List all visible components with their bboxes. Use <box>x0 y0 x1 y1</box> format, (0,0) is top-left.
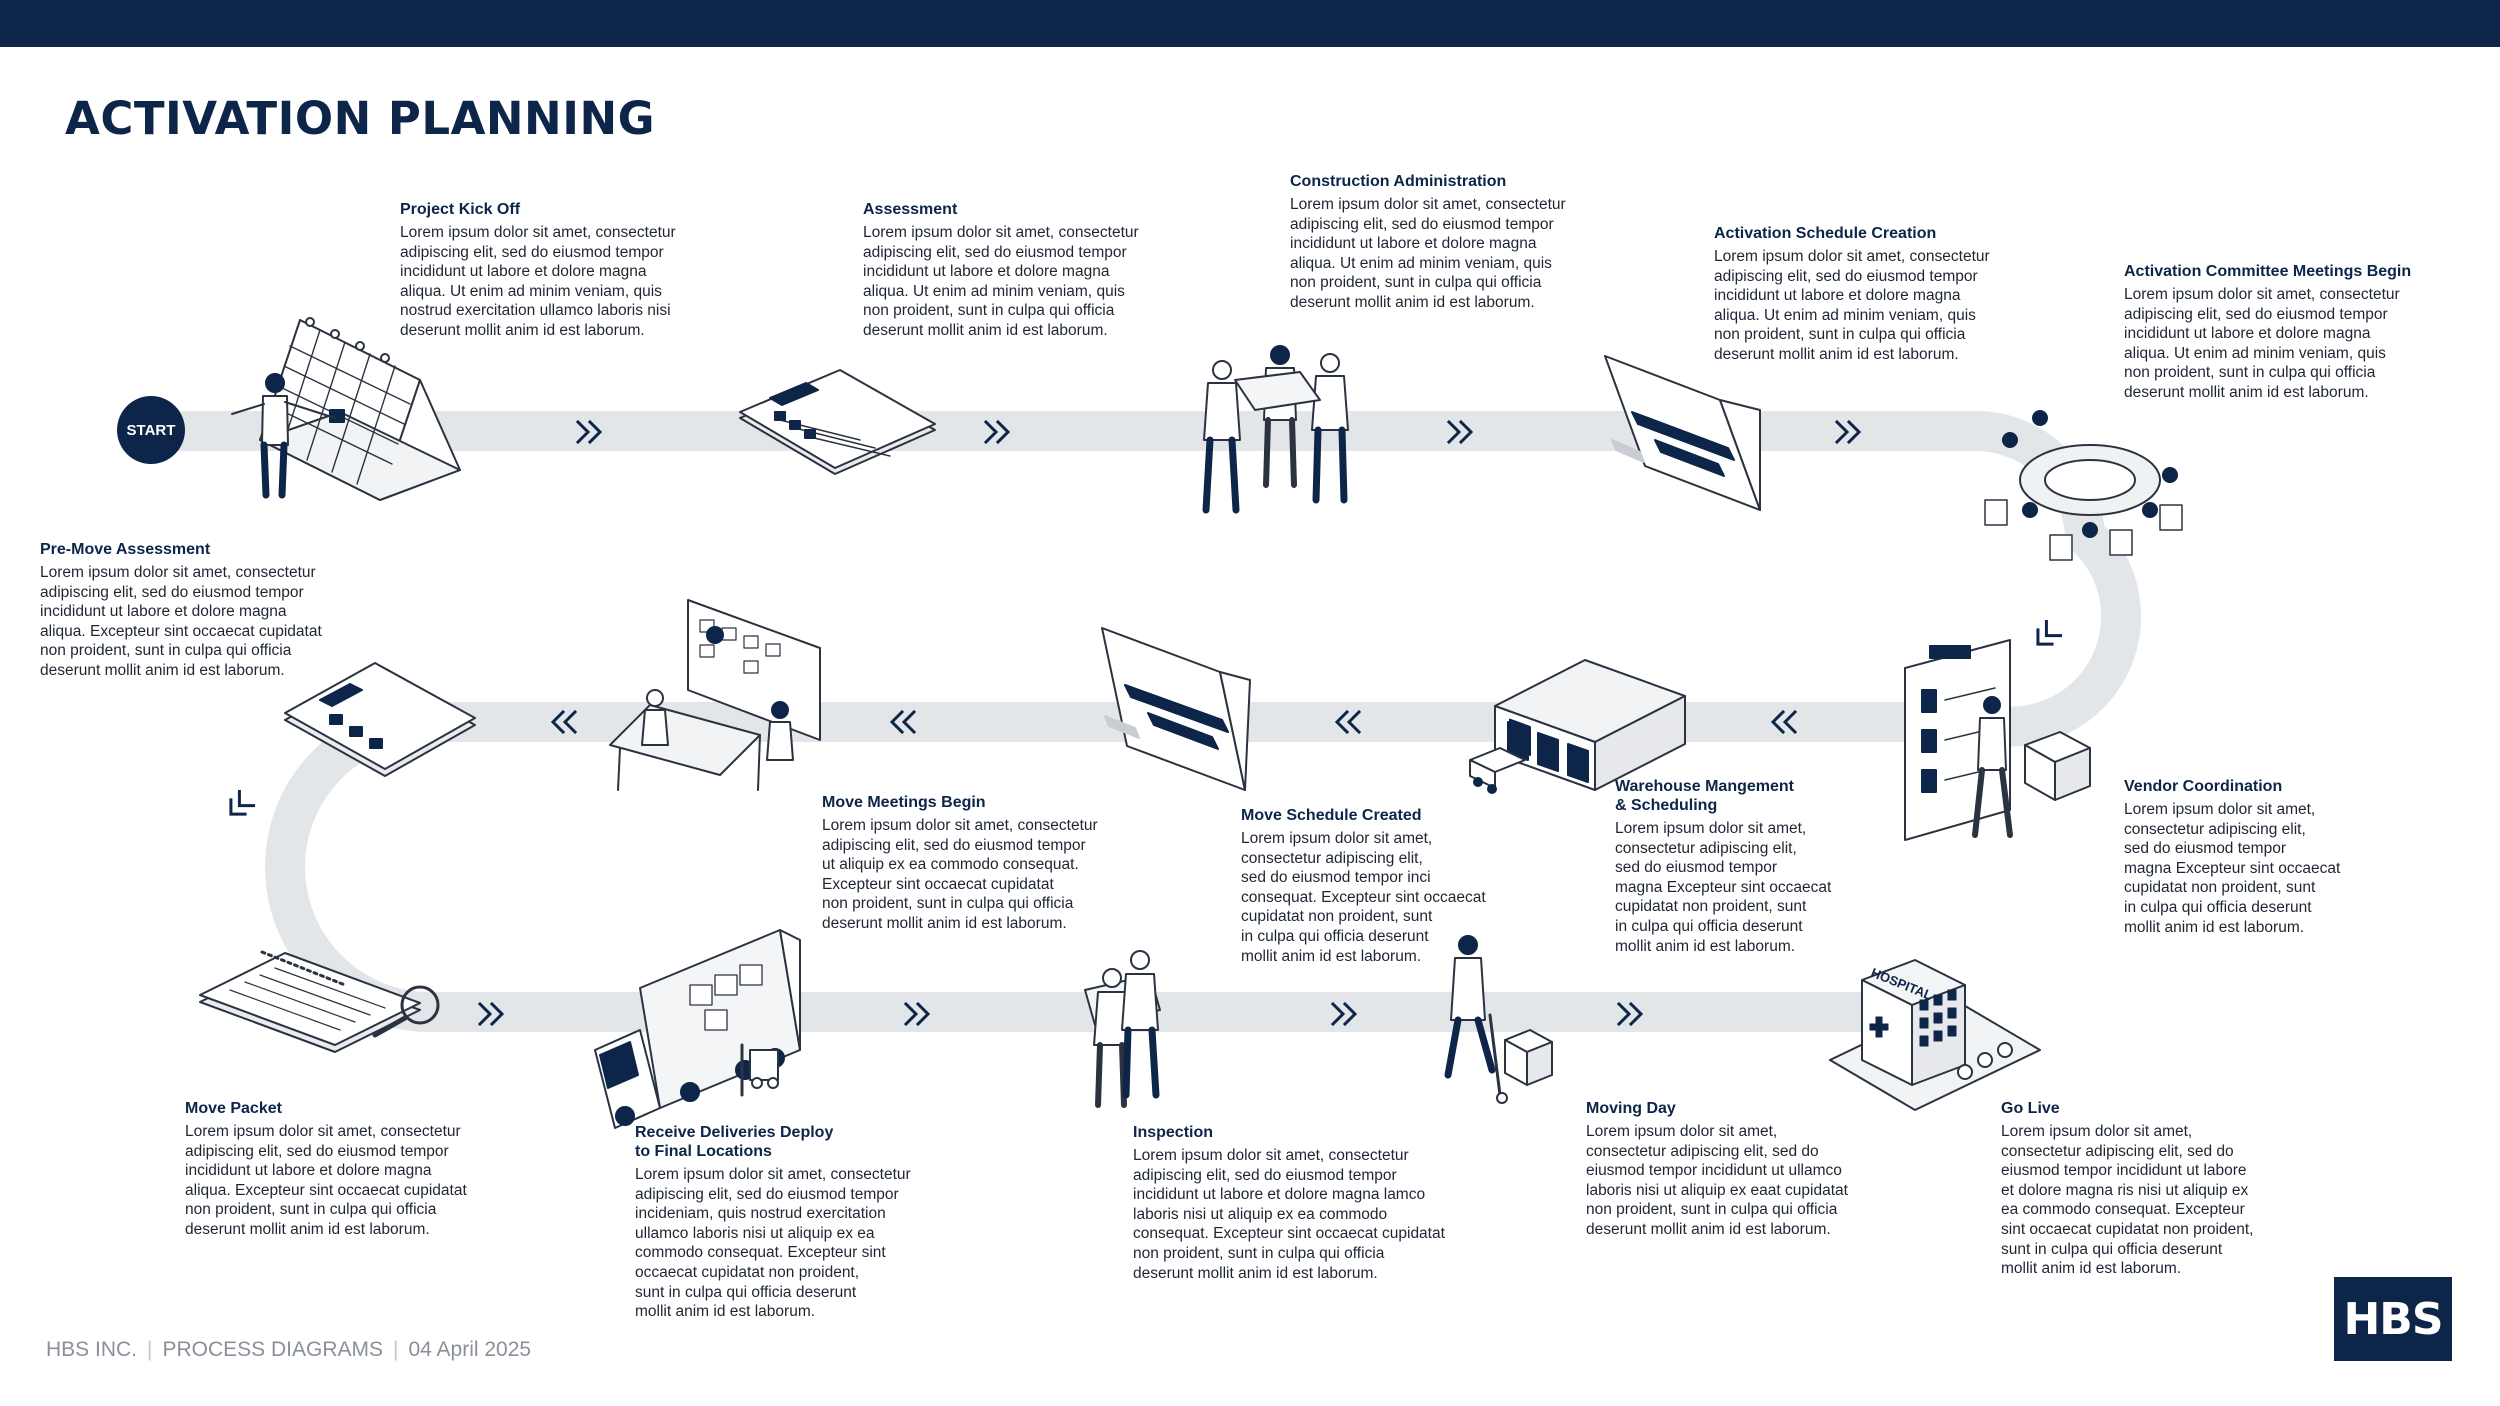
step-description: Lorem ipsum dolor sit amet, consectetur … <box>1586 1123 1848 1238</box>
step-title: Construction Administration <box>1290 173 1507 190</box>
step-title: Move Meetings Begin <box>822 794 986 811</box>
step-construction-administration: Construction Administration Lorem ipsum … <box>1290 172 1566 313</box>
step-description: Lorem ipsum dolor sit amet, consectetur … <box>822 817 1098 932</box>
direction-chevron-icon <box>222 789 256 823</box>
hospital-building-icon <box>1829 959 2041 1111</box>
step-title: Inspection <box>1133 1124 1214 1141</box>
delivery-truck-icon <box>594 929 801 1129</box>
step-description: Lorem ipsum dolor sit amet, consectetur … <box>863 224 1139 339</box>
warehouse-icon <box>1469 659 1686 794</box>
inspectors-icon <box>1084 950 1161 1108</box>
step-moving-day: Moving Day Lorem ipsum dolor sit amet, c… <box>1586 1099 1848 1240</box>
step-go-live: Go Live Lorem ipsum dolor sit amet, cons… <box>2001 1099 2253 1279</box>
step-title: Vendor Coordination <box>2124 778 2283 795</box>
tablet-icon <box>284 662 476 777</box>
step-move-schedule-created: Move Schedule Created Lorem ipsum dolor … <box>1241 806 1486 966</box>
step-assessment: Assessment Lorem ipsum dolor sit amet, c… <box>863 200 1139 341</box>
step-activation-committee-meetings: Activation Committee Meetings Begin Lore… <box>2124 262 2411 403</box>
step-receive-deliveries: Receive Deliveries Deploy to Final Locat… <box>635 1123 911 1322</box>
step-description: Lorem ipsum dolor sit amet, consectetur … <box>400 224 676 339</box>
vendor-clipboard-icon <box>1904 639 2091 841</box>
team-icon <box>1202 345 1349 514</box>
step-description: Lorem ipsum dolor sit amet, consectetur … <box>40 564 322 679</box>
step-title: Move Packet <box>185 1100 282 1117</box>
step-description: Lorem ipsum dolor sit amet, consectetur … <box>2124 801 2341 936</box>
clipboard-icon <box>739 369 936 475</box>
step-title: Moving Day <box>1586 1100 1676 1117</box>
step-title: Project Kick Off <box>400 201 521 218</box>
step-description: Lorem ipsum dolor sit amet, consectetur … <box>1615 820 1832 955</box>
step-description: Lorem ipsum dolor sit amet, consectetur … <box>1290 196 1566 311</box>
schedule-board-icon <box>1604 355 1761 511</box>
page-title: ACTIVATION PLANNING <box>65 92 656 145</box>
step-description: Lorem ipsum dolor sit amet, consectetur … <box>2001 1123 2254 1278</box>
step-warehouse-management: Warehouse Mangement & Scheduling Lorem i… <box>1615 777 1831 956</box>
direction-chevron-icon <box>2029 619 2063 653</box>
step-description: Lorem ipsum dolor sit amet, consectetur … <box>185 1123 467 1238</box>
step-vendor-coordination: Vendor Coordination Lorem ipsum dolor si… <box>2124 777 2340 937</box>
calendar-icon <box>259 317 461 501</box>
step-title: Activation Schedule Creation <box>1714 225 1937 242</box>
step-inspection: Inspection Lorem ipsum dolor sit amet, c… <box>1133 1123 1445 1283</box>
step-description: Lorem ipsum dolor sit amet, consectetur … <box>1241 830 1486 965</box>
office-team-icon <box>609 599 821 791</box>
footer: HBS INC.|PROCESS DIAGRAMS|04 April 2025 <box>46 1338 532 1361</box>
meeting-table-icon <box>1984 410 2183 561</box>
step-title: Activation Committee Meetings Begin <box>2124 263 2412 280</box>
step-title: Go Live <box>2001 1100 2060 1117</box>
step-pre-move-assessment: Pre-Move Assessment Lorem ipsum dolor si… <box>40 540 322 681</box>
step-move-packet: Move Packet Lorem ipsum dolor sit amet, … <box>185 1099 467 1240</box>
step-title: Receive Deliveries Deploy to Final Locat… <box>635 1124 834 1160</box>
step-title: Warehouse Mangement & Scheduling <box>1615 778 1794 814</box>
footer-date: 04 April 2025 <box>408 1338 532 1361</box>
step-activation-schedule-creation: Activation Schedule Creation Lorem ipsum… <box>1714 224 1990 365</box>
step-description: Lorem ipsum dolor sit amet, consectetur … <box>635 1166 911 1321</box>
step-title: Pre-Move Assessment <box>40 541 211 558</box>
step-move-meetings-begin: Move Meetings Begin Lorem ipsum dolor si… <box>822 793 1098 934</box>
step-title: Move Schedule Created <box>1241 807 1422 824</box>
footer-section: PROCESS DIAGRAMS <box>162 1338 384 1361</box>
company-logo: HBS <box>2334 1277 2452 1361</box>
step-title: Assessment <box>863 201 958 218</box>
step-project-kick-off: Project Kick Off Lorem ipsum dolor sit a… <box>400 200 676 341</box>
top-banner <box>0 0 2500 47</box>
start-badge: START <box>117 396 185 464</box>
step-description: Lorem ipsum dolor sit amet, consectetur … <box>1714 248 1990 363</box>
step-description: Lorem ipsum dolor sit amet, consectetur … <box>2124 286 2400 401</box>
step-description: Lorem ipsum dolor sit amet, consectetur … <box>1133 1147 1445 1282</box>
footer-company: HBS INC. <box>46 1338 138 1361</box>
notebook-icon <box>199 950 440 1053</box>
schedule-board-icon <box>1101 627 1251 791</box>
person-icon <box>231 373 336 499</box>
mover-icon <box>1444 935 1553 1104</box>
